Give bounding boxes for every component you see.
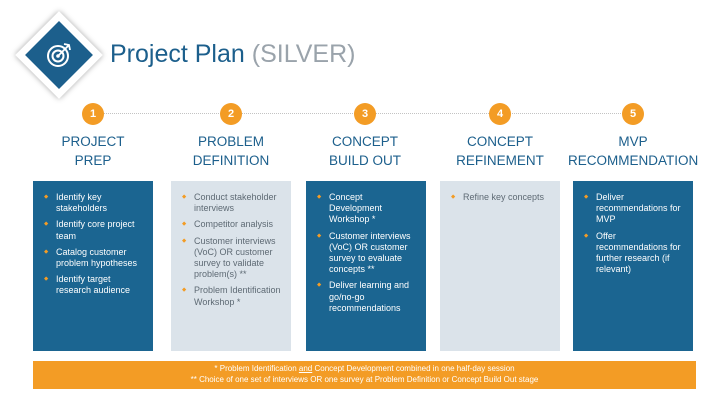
footnote-line-2: ** Choice of one set of interviews OR on… xyxy=(190,374,539,384)
phase-title-3-line2: BUILD OUT xyxy=(328,153,401,168)
phase-title-5: MVP RECOMMENDATION xyxy=(568,132,698,170)
phase-title-5-line1: MVP xyxy=(618,134,648,149)
list-item: Deliver learning and go/no-go recommenda… xyxy=(317,280,418,314)
page-title: Project Plan (SILVER) xyxy=(110,40,355,69)
phase-card-3: Concept Development Workshop * Customer … xyxy=(306,181,426,351)
phase-title-1: PROJECT PREP xyxy=(28,132,158,170)
page-title-main: Project Plan xyxy=(110,40,245,68)
phase-title-4-line2: REFINEMENT xyxy=(456,153,544,168)
list-item: Identify target research audience xyxy=(44,274,145,296)
list-item: Identify key stakeholders xyxy=(44,192,145,214)
phase-title-1-line1: PROJECT xyxy=(61,134,125,149)
phase-title-2: PROBLEM DEFINITION xyxy=(166,132,296,170)
page-title-suffix: (SILVER) xyxy=(251,40,356,68)
phase-title-5-line2: RECOMMENDATION xyxy=(568,153,699,168)
list-item: Competitor analysis xyxy=(182,219,283,230)
list-item: Identify core project team xyxy=(44,219,145,241)
list-item: Catalog customer problem hypotheses xyxy=(44,247,145,269)
step-number-5: 5 xyxy=(622,103,644,125)
footnote-banner: * Problem Identification and Concept Dev… xyxy=(33,361,696,389)
step-number-1: 1 xyxy=(82,103,104,125)
list-item: Refine key concepts xyxy=(451,192,552,203)
target-icon xyxy=(47,43,71,67)
list-item: Problem Identification Workshop * xyxy=(182,285,283,307)
phase-title-2-line2: DEFINITION xyxy=(192,153,270,168)
phase-title-4-line1: CONCEPT xyxy=(466,134,533,149)
phase-card-1: Identify key stakeholders Identify core … xyxy=(33,181,153,351)
footnote-line-1-post: Concept Development combined in one half… xyxy=(312,364,515,373)
footnote-line-1-underlined: and xyxy=(298,364,313,373)
list-item: Deliver recommendations for MVP xyxy=(584,192,685,226)
phase-card-5-list: Deliver recommendations for MVP Offer re… xyxy=(584,192,685,275)
phase-card-4: Refine key concepts xyxy=(440,181,560,351)
phase-card-3-list: Concept Development Workshop * Customer … xyxy=(317,192,418,314)
list-item: Conduct stakeholder interviews xyxy=(182,192,283,214)
phase-title-3: CONCEPT BUILD OUT xyxy=(300,132,430,170)
phase-card-2-list: Conduct stakeholder interviews Competito… xyxy=(182,192,283,308)
phase-title-2-line1: PROBLEM xyxy=(197,134,265,149)
phase-card-1-list: Identify key stakeholders Identify core … xyxy=(44,192,145,297)
phase-title-3-line1: CONCEPT xyxy=(331,134,398,149)
phase-card-5: Deliver recommendations for MVP Offer re… xyxy=(573,181,693,351)
list-item: Offer recommendations for further resear… xyxy=(584,231,685,276)
footnote-line-1-pre: * Problem Identification xyxy=(214,364,299,373)
phase-title-1-line2: PREP xyxy=(74,153,112,168)
logo xyxy=(15,11,103,99)
list-item: Customer interviews (VoC) OR customer su… xyxy=(182,236,283,281)
footnote-line-1: * Problem Identification and Concept Dev… xyxy=(33,364,696,375)
phase-card-4-list: Refine key concepts xyxy=(451,192,552,203)
phase-title-4: CONCEPT REFINEMENT xyxy=(435,132,565,170)
step-number-2: 2 xyxy=(220,103,242,125)
step-number-3: 3 xyxy=(354,103,376,125)
phase-card-2: Conduct stakeholder interviews Competito… xyxy=(171,181,291,351)
list-item: Customer interviews (VoC) OR customer su… xyxy=(317,231,418,276)
list-item: Concept Development Workshop * xyxy=(317,192,418,226)
step-number-4: 4 xyxy=(489,103,511,125)
